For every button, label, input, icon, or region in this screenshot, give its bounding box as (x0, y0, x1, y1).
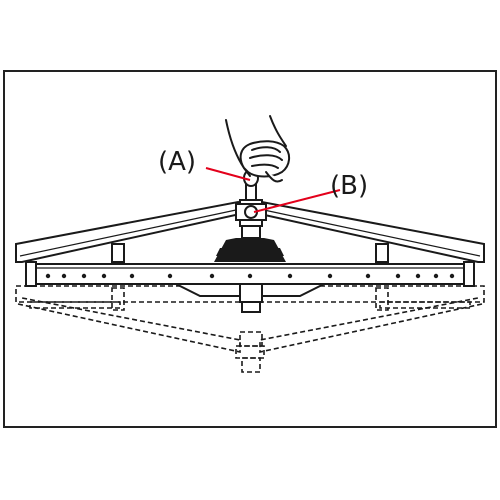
leader-b (253, 189, 341, 213)
upper-arms (15, 200, 485, 263)
leader-a (205, 167, 251, 181)
callout-b: (B) (330, 171, 368, 201)
suction-cup (214, 238, 286, 262)
rail-holes (45, 273, 455, 279)
lower-plate (175, 283, 325, 313)
rail (25, 261, 475, 287)
leader-lines (205, 167, 341, 213)
center-hub (235, 199, 267, 239)
hand-icon (225, 115, 290, 183)
callout-a: (A) (158, 147, 196, 177)
